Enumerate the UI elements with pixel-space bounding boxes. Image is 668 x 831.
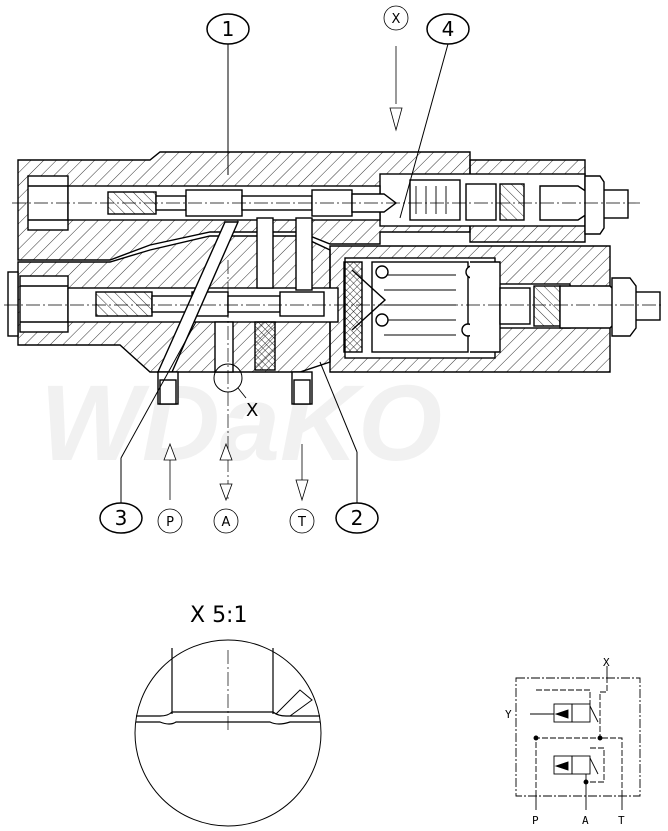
port-x-marker: X xyxy=(383,5,409,132)
port-a-marker: A xyxy=(213,442,239,534)
detail-x-marker: X xyxy=(246,400,258,421)
port-t-label: T xyxy=(297,515,306,530)
passage-upper-1 xyxy=(256,217,274,289)
schematic-p-label: P xyxy=(532,814,539,827)
port-a-passage xyxy=(214,321,234,373)
detail-title: X 5:1 xyxy=(190,603,247,628)
valve-section-view xyxy=(7,151,661,405)
schematic-y-label: Y xyxy=(505,708,512,721)
watermark-text: WDaKO xyxy=(40,362,442,483)
detail-x-view xyxy=(134,639,322,827)
callout-1-label: 1 xyxy=(222,17,235,41)
port-p-label: P xyxy=(166,515,174,530)
orifice-insert xyxy=(254,321,276,371)
callout-4: 4 xyxy=(399,13,470,219)
schematic-a-label: A xyxy=(582,814,589,827)
coil-body xyxy=(371,261,469,353)
port-x-label: X xyxy=(392,12,401,27)
detail-x-circle xyxy=(213,363,243,393)
callout-3-label: 3 xyxy=(115,506,128,530)
callout-2: 2 xyxy=(319,361,379,534)
callout-4-label: 4 xyxy=(442,17,455,41)
port-p-marker: P xyxy=(157,442,183,534)
callout-3: 3 xyxy=(99,321,197,534)
plug-cap-lower xyxy=(7,271,19,337)
schematic-x-label: X xyxy=(603,656,610,669)
lower-spool xyxy=(95,291,153,317)
port-t-marker: T xyxy=(289,444,315,534)
callout-1: 1 xyxy=(206,13,250,175)
passage-upper-2 xyxy=(295,217,313,291)
lower-nut xyxy=(559,285,621,329)
callout-2-label: 2 xyxy=(351,506,364,530)
schematic-t-label: T xyxy=(618,814,625,827)
port-a-label: A xyxy=(222,515,231,530)
hydraulic-schematic xyxy=(515,666,641,810)
